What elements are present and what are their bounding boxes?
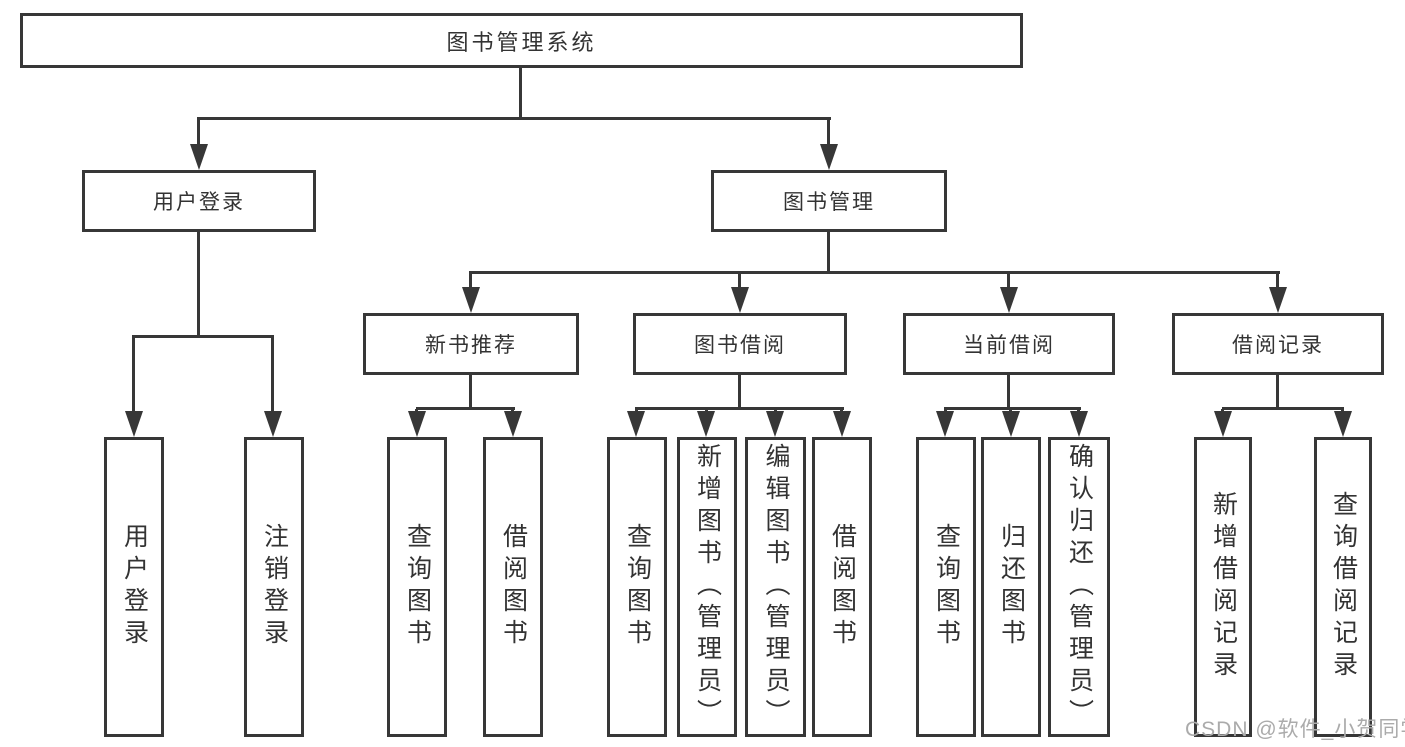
leaf-user-login: 用户登录: [104, 437, 164, 737]
node-book-mgmt: 图书管理: [711, 170, 947, 232]
leaf-bb-query-books: 查询图书: [607, 437, 667, 737]
node-new-book-rec: 新书推荐: [363, 313, 579, 375]
connector-new-book-stem: [469, 375, 472, 409]
arrowhead-to-user-login: [190, 144, 208, 170]
arrowhead-to-bb-add: [697, 411, 715, 437]
arrowhead-to-leaf-login: [125, 411, 143, 437]
leaf-bb-borrow-books: 借阅图书: [812, 437, 872, 737]
connector-user-login-stem: [197, 232, 200, 337]
leaf-br-add-record: 新增借阅记录: [1194, 437, 1252, 737]
connector-to-book-mgmt: [827, 119, 830, 146]
node-library-system: 图书管理系统: [20, 13, 1023, 68]
arrowhead-to-br-add: [1214, 411, 1232, 437]
arrowhead-to-br-query: [1334, 411, 1352, 437]
arrowhead-to-current-borrow: [1000, 287, 1018, 313]
arrowhead-to-new-book: [462, 287, 480, 313]
arrowhead-to-nb-query: [408, 411, 426, 437]
leaf-br-query-record-label: 查询借阅记录: [1329, 491, 1358, 683]
node-book-borrow: 图书借阅: [633, 313, 847, 375]
leaf-bb-add-books-admin: 新增图书（管理员）: [677, 437, 737, 737]
leaf-nb-borrow-books-label: 借阅图书: [499, 523, 528, 651]
leaf-cb-return-books-label: 归还图书: [997, 523, 1026, 651]
connector-user-login-rail: [132, 335, 274, 338]
leaf-bb-edit-books-admin: 编辑图书（管理员）: [745, 437, 806, 737]
connector-to-current-borrow: [1007, 273, 1010, 289]
connector-book-borrow-stem: [738, 375, 741, 409]
leaf-br-query-record: 查询借阅记录: [1314, 437, 1372, 737]
arrowhead-to-leaf-logout: [264, 411, 282, 437]
leaf-logout-label: 注销登录: [260, 523, 289, 651]
connector-to-new-book: [469, 273, 472, 289]
leaf-bb-add-books-admin-label: 新增图书（管理员）: [693, 443, 722, 731]
leaf-cb-query-books: 查询图书: [916, 437, 976, 737]
leaf-bb-borrow-books-label: 借阅图书: [828, 523, 857, 651]
connector-to-leaf-logout: [271, 337, 274, 413]
connector-to-user-login: [197, 119, 200, 146]
arrowhead-to-cb-confirm: [1070, 411, 1088, 437]
leaf-cb-return-books: 归还图书: [981, 437, 1041, 737]
leaf-br-add-record-label: 新增借阅记录: [1209, 491, 1238, 683]
connector-current-borrow-rail: [944, 407, 1081, 410]
connector-level2-rail: [197, 117, 831, 120]
connector-book-mgmt-stem: [827, 232, 830, 273]
arrowhead-to-book-borrow: [731, 287, 749, 313]
arrowhead-to-bb-borrow: [833, 411, 851, 437]
leaf-cb-query-books-label: 查询图书: [932, 523, 961, 651]
connector-borrow-records-rail: [1222, 407, 1344, 410]
node-user-login: 用户登录: [82, 170, 316, 232]
leaf-logout: 注销登录: [244, 437, 304, 737]
connector-to-book-borrow: [738, 273, 741, 289]
arrowhead-to-book-mgmt: [820, 144, 838, 170]
connector-level3-rail: [469, 271, 1280, 274]
connector-to-borrow-records: [1276, 273, 1279, 289]
node-borrow-records: 借阅记录: [1172, 313, 1384, 375]
connector-to-leaf-login: [132, 337, 135, 413]
leaf-nb-borrow-books: 借阅图书: [483, 437, 543, 737]
arrowhead-to-bb-query: [627, 411, 645, 437]
connector-book-borrow-rail: [635, 407, 844, 410]
connector-borrow-records-stem: [1276, 375, 1279, 409]
arrowhead-to-borrow-records: [1269, 287, 1287, 313]
arrowhead-to-bb-edit: [766, 411, 784, 437]
arrowhead-to-cb-return: [1002, 411, 1020, 437]
arrowhead-to-cb-query: [936, 411, 954, 437]
leaf-nb-query-books-label: 查询图书: [403, 523, 432, 651]
csdn-watermark: CSDN @软件_小贺同学: [1185, 718, 1405, 741]
node-current-borrow: 当前借阅: [903, 313, 1115, 375]
leaf-user-login-label: 用户登录: [120, 523, 149, 651]
leaf-cb-confirm-return-admin: 确认归还（管理员）: [1048, 437, 1110, 737]
connector-new-book-rail: [416, 407, 515, 410]
leaf-bb-query-books-label: 查询图书: [623, 523, 652, 651]
arrowhead-to-nb-borrow: [504, 411, 522, 437]
connector-current-borrow-stem: [1007, 375, 1010, 409]
connector-root-stem: [519, 68, 522, 118]
leaf-nb-query-books: 查询图书: [387, 437, 447, 737]
leaf-bb-edit-books-admin-label: 编辑图书（管理员）: [762, 443, 790, 731]
leaf-cb-confirm-return-admin-label: 确认归还（管理员）: [1065, 443, 1094, 731]
